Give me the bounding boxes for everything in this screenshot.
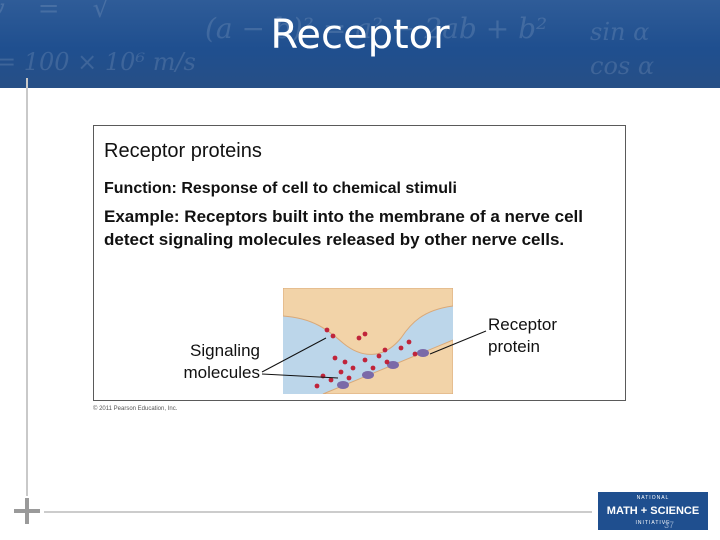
header-decoration: v = √: [0, 0, 110, 24]
molecule: [398, 345, 404, 351]
logo-main-text: MATH + SCIENCE: [606, 505, 700, 517]
molecule: [328, 377, 334, 383]
molecule: [356, 335, 362, 341]
header-decoration: (a − b)² = a² − 2ab + b²: [205, 12, 548, 45]
label-line: protein: [488, 337, 540, 356]
molecule: [370, 365, 376, 371]
signaling-molecules: [314, 327, 418, 389]
synapse-illustration: [283, 288, 453, 394]
bottom-rule: [44, 511, 592, 513]
molecule: [342, 359, 348, 365]
molecule: [406, 339, 412, 345]
figure-panel: Receptor proteins Function: Response of …: [93, 125, 626, 401]
receptor-proteins: [337, 349, 429, 389]
axon-terminal: [283, 288, 453, 355]
molecule: [338, 369, 344, 375]
example-text: Example: Receptors built into the membra…: [104, 207, 583, 249]
receptor-protein-label: Receptor protein: [488, 314, 557, 358]
molecule: [332, 355, 338, 361]
molecule: [412, 351, 418, 357]
receptor-protein: [337, 381, 349, 389]
molecule: [346, 375, 352, 381]
molecule: [384, 359, 390, 365]
molecule: [350, 365, 356, 371]
receptor-protein: [362, 371, 374, 379]
label-line: Signaling: [190, 341, 260, 360]
molecule: [314, 383, 320, 389]
slide-header: v = √ (a − b)² = a² − 2ab + b² sin α cos…: [0, 0, 720, 88]
receptor-protein: [417, 349, 429, 357]
header-decoration: sin α: [590, 18, 650, 46]
molecule: [362, 357, 368, 363]
slide-title: Receptor: [270, 12, 450, 58]
molecule: [320, 373, 326, 379]
label-line: Receptor: [488, 315, 557, 334]
logo-top-text: NATIONAL: [636, 495, 670, 501]
logo-bottom-text: INITIATIVE: [635, 520, 671, 526]
receptor-protein: [387, 361, 399, 369]
header-decoration: = 100 × 10⁶ m/s: [0, 48, 196, 76]
left-rule: [26, 78, 28, 496]
molecule: [330, 333, 336, 339]
function-text: Function: Response of cell to chemical s…: [104, 180, 457, 197]
molecule: [376, 353, 382, 359]
plus-icon: [14, 498, 40, 524]
figure-heading: Receptor proteins: [104, 140, 262, 162]
signaling-molecules-label: Signaling molecules: [160, 340, 260, 384]
copyright-text: © 2011 Pearson Education, Inc.: [93, 406, 178, 412]
header-decoration: cos α: [590, 52, 655, 80]
molecule: [362, 331, 368, 337]
label-line: molecules: [183, 363, 260, 382]
page-number: 37: [664, 520, 675, 530]
nmsi-logo: NATIONAL MATH + SCIENCE INITIATIVE: [598, 492, 708, 530]
molecule: [382, 347, 388, 353]
molecule: [324, 327, 330, 333]
